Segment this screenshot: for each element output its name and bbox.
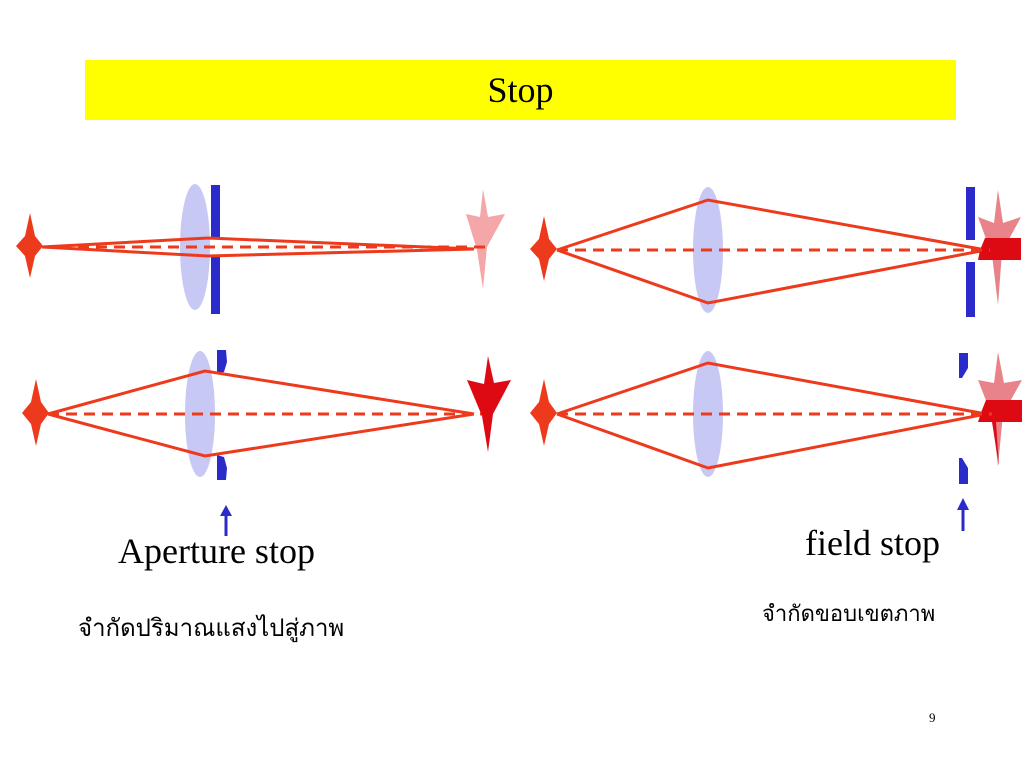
object-star (530, 216, 557, 281)
aperture-stop-description: จำกัดปริมาณแสงไปสู่ภาพ (78, 616, 345, 642)
object-star (530, 379, 557, 446)
field-stop-top (959, 353, 968, 378)
page-number: 9 (929, 710, 936, 725)
field-stop-description: จำกัดขอบเขตภาพ (762, 601, 936, 626)
panel-field-stop-open (530, 351, 1022, 531)
field-stop-bottom (959, 458, 968, 484)
ray-lower (41, 245, 475, 258)
panel-aperture-narrow (16, 184, 505, 314)
stop-top (217, 350, 227, 374)
image-star-bright (467, 356, 511, 452)
ray-lower (47, 412, 475, 458)
ray-upper (556, 198, 987, 252)
image-star-bright (978, 238, 1021, 260)
image-star-bright (978, 400, 1022, 466)
stop-bottom (217, 455, 227, 480)
slide-title: Stop (487, 70, 554, 110)
stop-bottom (211, 256, 220, 314)
panel-field-stop-clipped (530, 187, 1021, 317)
ray-lower (556, 412, 987, 470)
field-stop-bottom (966, 262, 975, 317)
aperture-stop-label: Aperture stop (118, 531, 315, 571)
panel-aperture-wide (22, 350, 511, 536)
ray-upper (556, 361, 987, 416)
aperture-arrow-head (220, 505, 232, 516)
object-star (16, 213, 43, 278)
field-stop-arrow-head (957, 498, 969, 510)
field-stop-top (966, 187, 975, 240)
ray-upper (47, 369, 475, 416)
stop-top (211, 185, 220, 238)
object-star (22, 379, 49, 446)
field-stop-label: field stop (805, 523, 940, 563)
image-star-faint (466, 189, 505, 289)
title-bar: Stop (85, 60, 956, 120)
ray-lower (556, 248, 987, 305)
ray-upper (41, 236, 475, 251)
